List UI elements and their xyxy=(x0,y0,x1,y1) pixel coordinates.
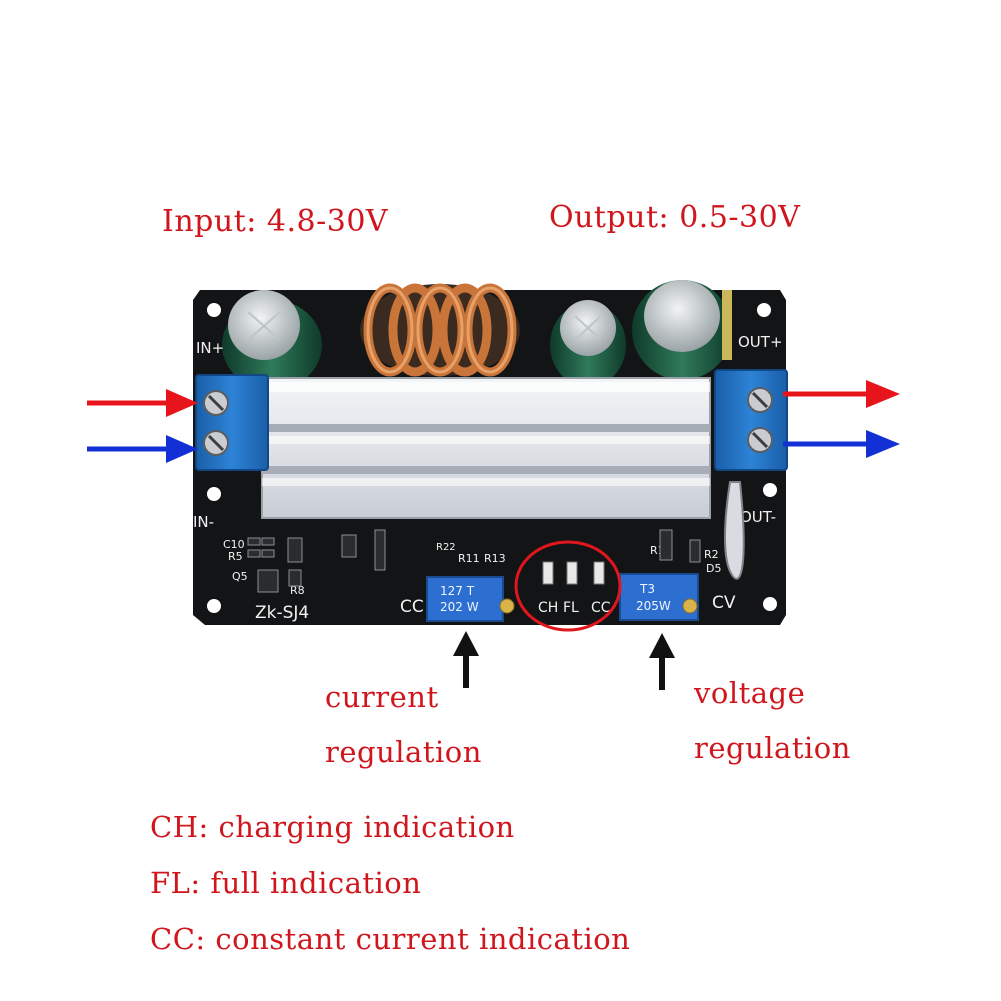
output-capacitor-large xyxy=(632,280,732,380)
silk-r13: R13 xyxy=(484,552,506,565)
cv-marking: CV xyxy=(712,593,736,613)
input-negative-arrow xyxy=(87,435,198,463)
input-voltage-label: Input: 4.8-30V xyxy=(162,204,389,239)
legend-fl: FL: full indication xyxy=(150,866,422,900)
led-label-ch: CH xyxy=(538,600,558,616)
current-potentiometer: 127 T 202 W xyxy=(426,576,515,622)
in-plus-marking: IN+ xyxy=(196,339,224,357)
led-label-fl: FL xyxy=(563,600,579,616)
out-plus-marking: OUT+ xyxy=(738,333,783,351)
silk-r5: R5 xyxy=(228,550,243,563)
current-pointer-arrow xyxy=(453,631,479,688)
output-negative-arrow xyxy=(783,430,900,458)
led-highlight-circle xyxy=(514,540,622,632)
pot-left-code: 127 T xyxy=(440,584,475,598)
heatsink xyxy=(261,377,711,519)
current-label-line1: current xyxy=(325,680,439,714)
silk-q5: Q5 xyxy=(232,570,248,583)
cc-marking: CC xyxy=(400,597,424,617)
voltage-potentiometer: T3 205W xyxy=(619,573,699,621)
silk-r22: R22 xyxy=(436,542,456,553)
input-terminal-block xyxy=(195,374,269,471)
output-terminal-block xyxy=(714,369,788,471)
voltage-pointer-arrow xyxy=(649,633,675,690)
voltage-label-line1: voltage xyxy=(694,676,806,710)
input-positive-arrow xyxy=(87,389,198,417)
pot-left-value: 202 W xyxy=(440,600,479,614)
output-positive-arrow xyxy=(783,380,900,408)
model-marking: Zk-SJ4 xyxy=(255,603,309,623)
toroid-inductor xyxy=(360,283,520,377)
led-label-cc: CC xyxy=(591,600,611,616)
pot-right-value: 205W xyxy=(636,599,671,613)
voltage-label-line2: regulation xyxy=(694,731,851,765)
in-minus-marking: IN- xyxy=(193,513,214,531)
status-leds: CH FL CC xyxy=(538,561,611,616)
current-label-line2: regulation xyxy=(325,735,482,769)
silk-r2: R2 xyxy=(704,548,719,561)
legend-cc: CC: constant current indication xyxy=(150,922,631,956)
legend-ch: CH: charging indication xyxy=(150,810,515,844)
output-voltage-label: Output: 0.5-30V xyxy=(549,200,801,235)
output-capacitor-small xyxy=(550,300,626,387)
silk-r11: R11 xyxy=(458,552,480,565)
input-capacitor xyxy=(222,290,322,390)
silk-r8: R8 xyxy=(290,584,305,597)
out-minus-marking: OUT- xyxy=(740,508,776,526)
silk-c10: C10 xyxy=(223,538,245,551)
silk-d5: D5 xyxy=(706,562,721,575)
pot-right-code: T3 xyxy=(639,582,655,596)
